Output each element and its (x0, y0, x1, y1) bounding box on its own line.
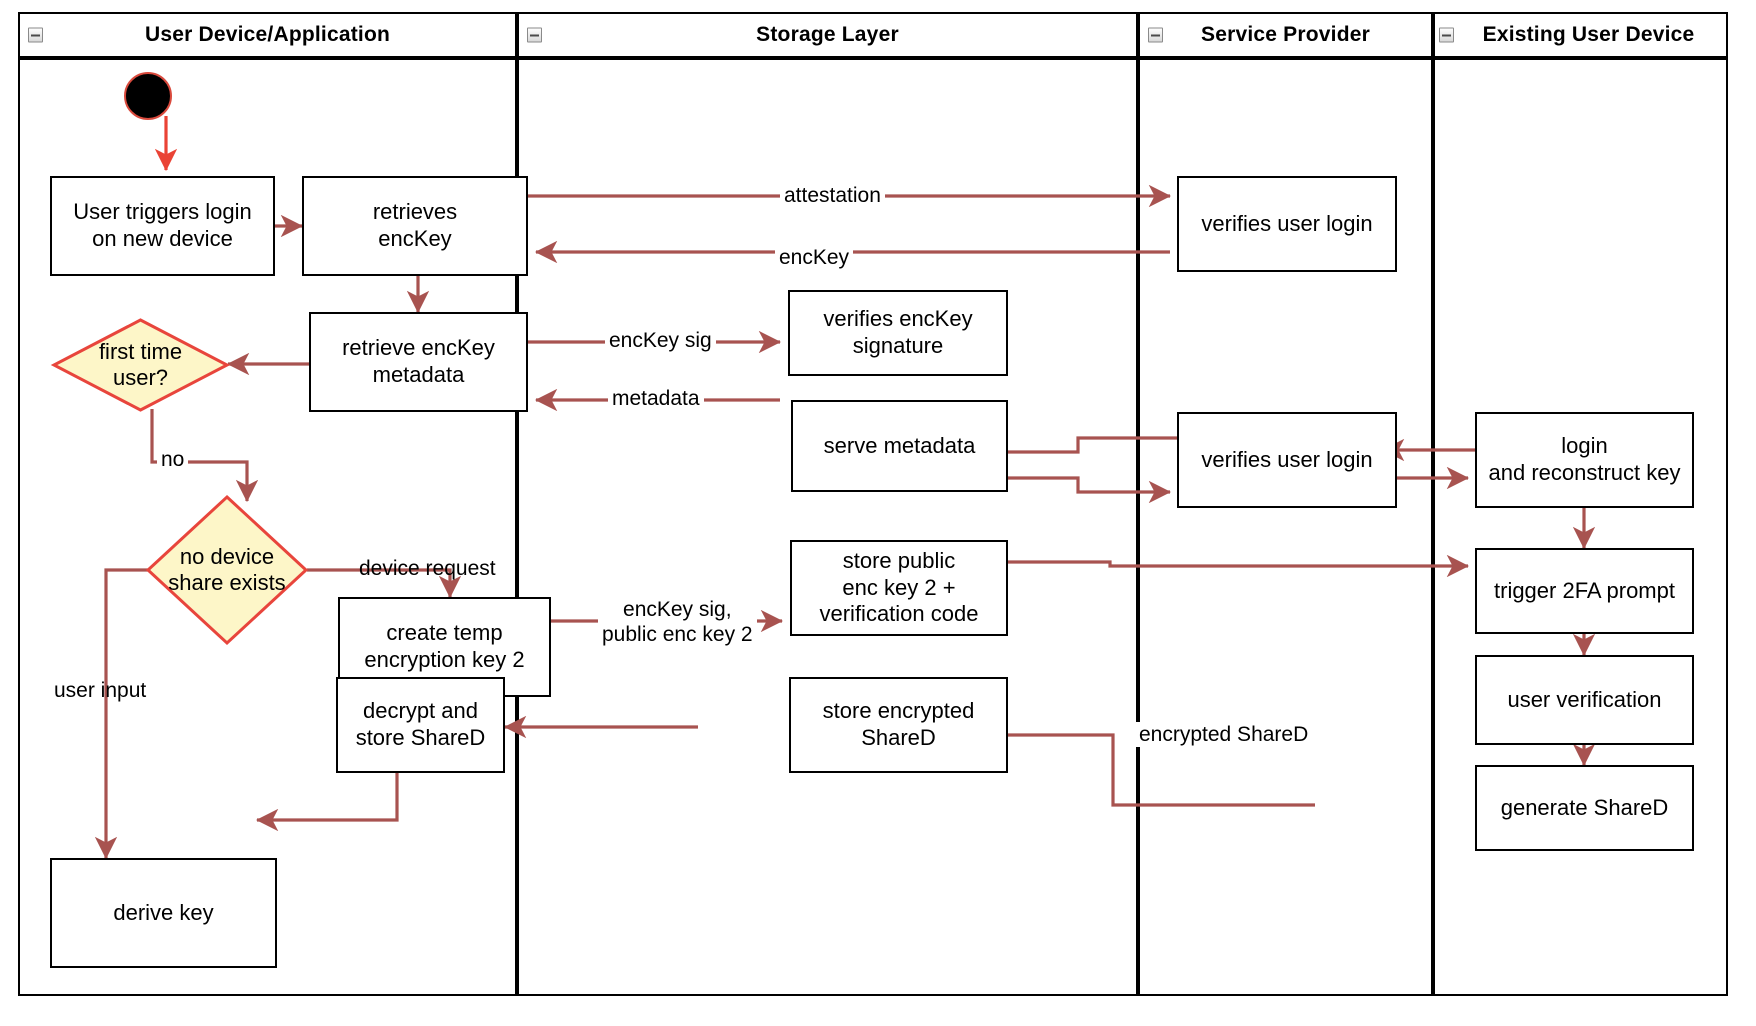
node-retrieves-enckey[interactable]: retrieves encKey (302, 176, 528, 276)
decision-no-device-share-exists[interactable]: no device share exists (145, 494, 309, 646)
edge-label-metadata: metadata (608, 386, 704, 412)
edge-label-no: no (157, 447, 189, 473)
collapse-minus-icon[interactable] (28, 27, 43, 43)
lane-title-storage: Storage Layer (756, 23, 899, 46)
edge-label-encrypted-shared: encrypted ShareD (1135, 722, 1313, 748)
edge-label-device-request: device request (359, 557, 496, 580)
node-retrieve-enckey-metadata[interactable]: retrieve encKey metadata (309, 312, 528, 412)
node-trigger-2fa-prompt[interactable]: trigger 2FA prompt (1475, 548, 1694, 634)
lane-header-existing-device[interactable]: Existing User Device (1433, 12, 1728, 58)
edge-label-enckey-sig-public-enc-key-2: encKey sig, public enc key 2 (598, 598, 757, 648)
node-store-public-enc-key-2[interactable]: store public enc key 2 + verification co… (790, 540, 1008, 636)
node-serve-metadata[interactable]: serve metadata (791, 400, 1008, 492)
node-generate-shared[interactable]: generate ShareD (1475, 765, 1694, 851)
node-user-triggers-login[interactable]: User triggers login on new device (50, 176, 275, 276)
edge-label-user-input: user input (54, 679, 147, 702)
collapse-minus-icon[interactable] (1439, 27, 1454, 43)
edge-label-attestation: attestation (780, 183, 885, 209)
lane-header-storage[interactable]: Storage Layer (517, 12, 1138, 58)
lane-header-service[interactable]: Service Provider (1138, 12, 1433, 58)
node-user-verification[interactable]: user verification (1475, 655, 1694, 745)
start-node[interactable] (124, 72, 172, 120)
node-decrypt-and-store-shared[interactable]: decrypt and store ShareD (336, 677, 505, 773)
lane-body-storage (517, 58, 1138, 996)
lane-body-existing-device (1433, 58, 1728, 996)
node-derive-key[interactable]: derive key (50, 858, 277, 968)
lane-title-user-device: User Device/Application (144, 23, 390, 46)
decision-first-time-user[interactable]: first time user? (50, 318, 231, 412)
lane-body-user-device (18, 58, 517, 996)
edge-label-enckey-sig: encKey sig (605, 328, 716, 354)
node-store-encrypted-shared[interactable]: store encrypted ShareD (789, 677, 1008, 773)
node-verifies-enckey-signature[interactable]: verifies encKey signature (788, 290, 1008, 376)
lane-title-service: Service Provider (1201, 23, 1370, 46)
edge-label-enckey: encKey (775, 245, 854, 271)
node-login-and-reconstruct-key[interactable]: login and reconstruct key (1475, 412, 1694, 508)
collapse-minus-icon[interactable] (1148, 27, 1163, 43)
node-verifies-user-login-2[interactable]: verifies user login (1177, 412, 1397, 508)
lane-header-user-device[interactable]: User Device/Application (18, 12, 517, 58)
collapse-minus-icon[interactable] (527, 27, 542, 43)
lane-body-service (1138, 58, 1433, 996)
lane-title-existing-device: Existing User Device (1482, 23, 1695, 46)
node-verifies-user-login-1[interactable]: verifies user login (1177, 176, 1397, 272)
